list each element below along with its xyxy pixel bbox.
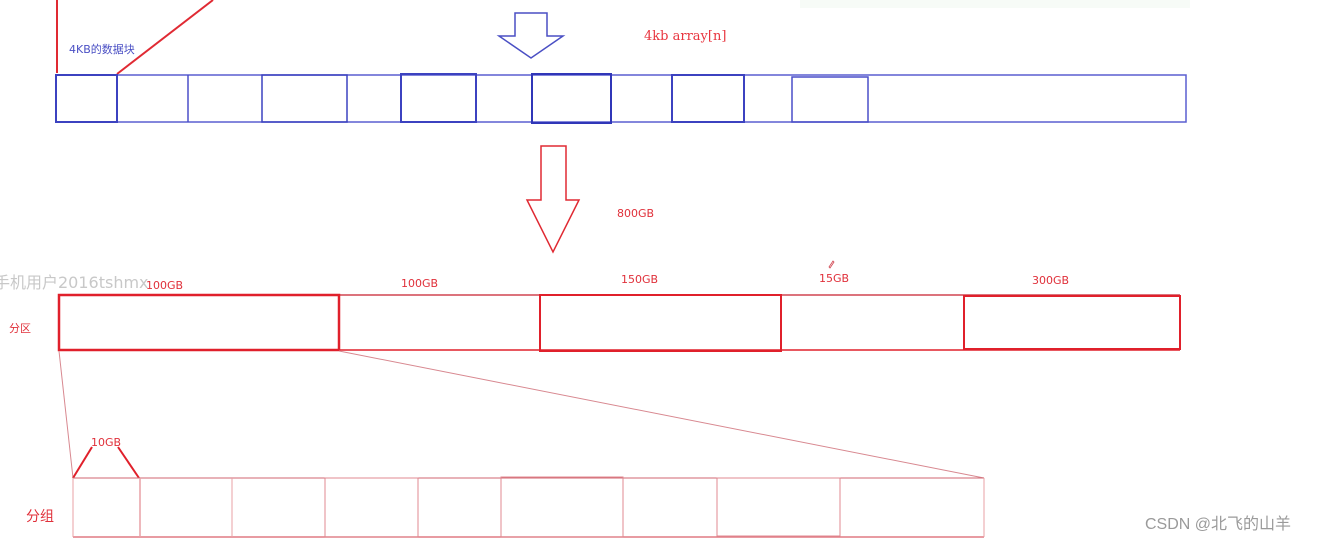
partition-cell-1 (57, 293, 341, 352)
total-size-label: 800GB (617, 207, 655, 220)
watermark-band (800, 0, 1190, 8)
partition-size-label: 150GB (621, 273, 659, 286)
partition-size-label: 15GB (819, 272, 850, 285)
partition-row-label: 分区 (9, 322, 31, 335)
data-block-cell (261, 74, 348, 123)
zoom-line-right (338, 350, 985, 479)
zoom-line-left (58, 350, 74, 479)
pencil-mark-icon (828, 260, 835, 269)
data-block-cell (531, 73, 612, 124)
arrow-down-red-icon (525, 145, 581, 254)
data-block-cell (55, 74, 118, 123)
group-size-label: 10GB (91, 436, 122, 449)
partition-cell-3 (539, 294, 782, 352)
data-block-bar (55, 73, 1187, 124)
partition-size-label: 100GB (146, 279, 184, 292)
group-size-bracket-right (117, 446, 140, 479)
group-cell (716, 477, 841, 537)
partition-size-label: 300GB (1032, 274, 1070, 287)
watermark-username: 手机用户2016tshmx (0, 273, 149, 292)
partition-size-label: 100GB (401, 277, 439, 290)
group-row-label: 分组 (26, 509, 54, 525)
data-block-label: 4KB的数据块 (69, 43, 135, 56)
arrow-down-blue-icon (496, 12, 566, 59)
partition-bar (57, 293, 1181, 352)
data-block-cell (671, 74, 745, 123)
group-size-bracket-left (72, 446, 93, 479)
data-block-cell (791, 76, 869, 123)
group-cell (324, 477, 419, 538)
pointer-line-right (116, 0, 214, 75)
group-cell (500, 476, 624, 538)
data-block-cell (400, 73, 477, 123)
partition-cell-5 (963, 295, 1181, 350)
data-block-bar-outline (55, 74, 1187, 123)
group-bar (72, 476, 985, 538)
array-label: 4kb array[n] (644, 29, 727, 44)
author-credit: CSDN @北飞的山羊 (1145, 516, 1292, 533)
